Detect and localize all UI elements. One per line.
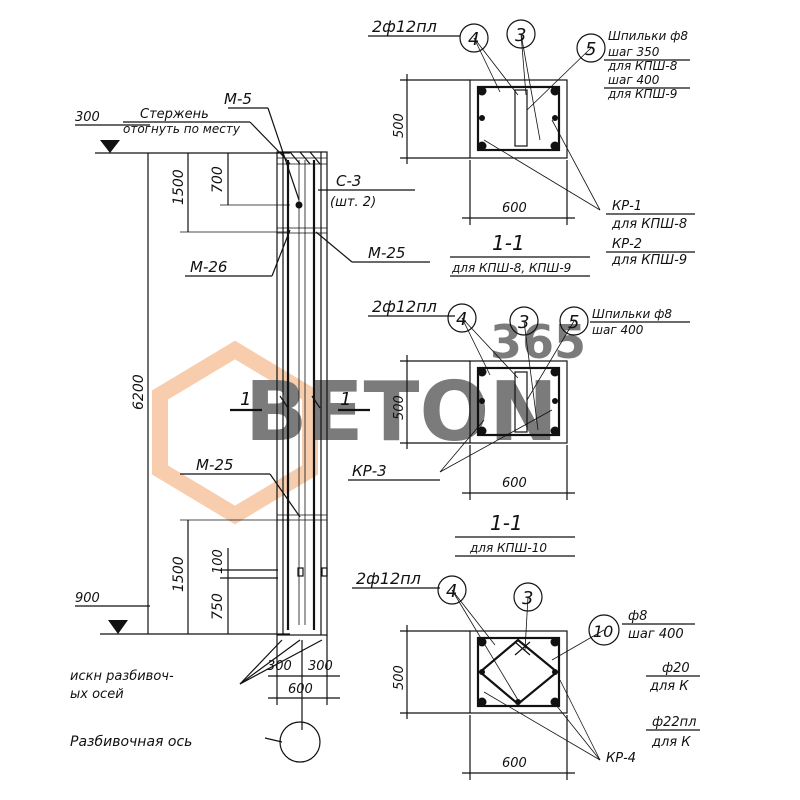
section-1-cage-line: КР-1: [612, 199, 642, 214]
note-rod-line1: Стержень: [140, 107, 209, 122]
level-top-value: 300: [75, 110, 100, 125]
dim-top-inner: 700: [210, 166, 226, 193]
section-1-note-line: Шпильки ф8: [608, 29, 688, 43]
section-3-note-line: ф22пл: [652, 715, 696, 730]
level-mark-top-icon: [100, 140, 120, 153]
section-3-note-line: шаг 400: [628, 627, 684, 642]
section-3-note-line: для К: [649, 679, 689, 694]
section-1-cage-line: для КПШ-8: [611, 217, 687, 232]
section-3-callout-10-text: 10: [593, 622, 613, 641]
section-1-height: 500: [392, 113, 407, 138]
dim-half-right: 300: [308, 659, 333, 674]
watermark-logo-icon: [152, 340, 318, 525]
section-1-callout-5-text: 5: [585, 39, 596, 60]
axis-note-line1: искн разбивоч-: [70, 669, 174, 684]
section-1-note-line: для КПШ-8: [607, 59, 678, 73]
section-2-note: Шпильки ф8 шаг 400: [592, 307, 672, 337]
section-1: 2ф12пл 4 3 5 Шпильки ф8 шаг 350 для КПШ-…: [368, 17, 695, 277]
section-3-callout-3: [513, 582, 543, 612]
section-1-callout-5: [576, 33, 606, 63]
section-3-callout-10: [588, 614, 620, 646]
section-2-subtitle: для КПШ-10: [469, 541, 547, 555]
section-3-note: ф8 шаг 400 ф20 для К ф22пл для К: [628, 609, 696, 750]
dim-bottom-inner: 750: [210, 593, 226, 620]
section-2-callout-4: [447, 303, 477, 333]
section-2-note-line: шаг 400: [592, 323, 644, 337]
section-1-cage-line: КР-2: [612, 237, 642, 252]
section-cut-left: 1: [240, 389, 251, 410]
section-1-subtitle: для КПШ-8, КПШ-9: [451, 261, 571, 275]
section-2: 2ф12пл 4 3 5 Шпильки ф8 шаг 400 500: [348, 297, 690, 557]
dim-width: 600: [288, 682, 313, 697]
section-1-width: 600: [502, 201, 527, 216]
axis-marker-icon: [279, 721, 321, 763]
label-m5: М-5: [224, 90, 252, 108]
section-3-note-line: ф20: [662, 661, 690, 676]
section-3-note-line: для К: [651, 735, 691, 750]
section-2-note-line: Шпильки ф8: [592, 307, 672, 321]
section-2-title: 1-1: [490, 511, 523, 535]
label-c3: С-3: [336, 172, 361, 190]
section-1-callout-3: [506, 19, 536, 49]
section-1-outline: [469, 79, 568, 159]
section-2-callout-5-text: 5: [568, 312, 579, 333]
section-2-width: 600: [502, 476, 527, 491]
section-3-cage: КР-4: [606, 751, 636, 766]
section-1-note-line: шаг 400: [608, 73, 660, 87]
section-1-cage-note: КР-1 для КПШ-8 КР-2 для КПШ-9: [611, 199, 687, 268]
section-3-note-line: ф8: [628, 609, 647, 624]
section-1-bars-label: 2ф12пл: [372, 17, 437, 36]
level-bottom-value: 900: [75, 591, 100, 606]
section-1-note: Шпильки ф8 шаг 350 для КПШ-8 шаг 400 для…: [607, 29, 688, 101]
axis-note-line2: ых осей: [70, 687, 124, 702]
section-2-outline: [469, 360, 568, 444]
section-3-height: 500: [392, 665, 407, 690]
watermark-brand: BETON: [245, 365, 558, 460]
dim-total: 6200: [131, 374, 147, 410]
section-1-note-line: шаг 350: [608, 45, 660, 59]
label-c3-qty: (шт. 2): [330, 195, 376, 210]
section-1-callout-4: [459, 23, 489, 53]
dim-bottom-small: 100: [211, 549, 226, 574]
dim-top: 1500: [171, 169, 187, 205]
section-3-callout-4: [437, 575, 467, 605]
section-3: 2ф12пл 4 3 10 ф8 шаг 400 ф20 для К ф22пл…: [352, 569, 700, 780]
section-3-callout-4-text: 4: [446, 581, 457, 602]
section-1-callout-4-text: 4: [468, 29, 479, 50]
section-2-cage: КР-3: [352, 462, 387, 480]
section-1-title: 1-1: [492, 231, 525, 255]
axis-label: Разбивочная ось: [70, 734, 192, 750]
dim-half-left: 300: [267, 659, 292, 674]
label-m25-top: М-25: [368, 244, 405, 262]
section-3-outline: [469, 630, 568, 714]
section-2-callout-3: [509, 306, 539, 336]
section-2-callout-3-text: 3: [518, 312, 529, 333]
section-1-cage-line: для КПШ-9: [611, 253, 687, 268]
section-2-bars-label: 2ф12пл: [372, 297, 437, 316]
section-cut-right: 1: [340, 389, 351, 410]
section-2-callout-4-text: 4: [456, 309, 467, 330]
column-outline: [276, 151, 328, 636]
section-2-height: 500: [392, 395, 407, 420]
section-3-bars-label: 2ф12пл: [356, 569, 421, 588]
label-m25-bottom: М-25: [196, 456, 233, 474]
dim-bottom: 1500: [171, 556, 187, 592]
label-m26: М-26: [190, 258, 227, 276]
note-rod-line2: отогнуть по месту: [123, 122, 241, 136]
section-3-width: 600: [502, 756, 527, 771]
level-mark-bottom-icon: [108, 620, 128, 634]
section-2-callout-5: [559, 306, 589, 336]
section-1-note-line: для КПШ-9: [607, 87, 677, 101]
column-elevation: 300 900 М-5 Стержень: [70, 90, 430, 763]
